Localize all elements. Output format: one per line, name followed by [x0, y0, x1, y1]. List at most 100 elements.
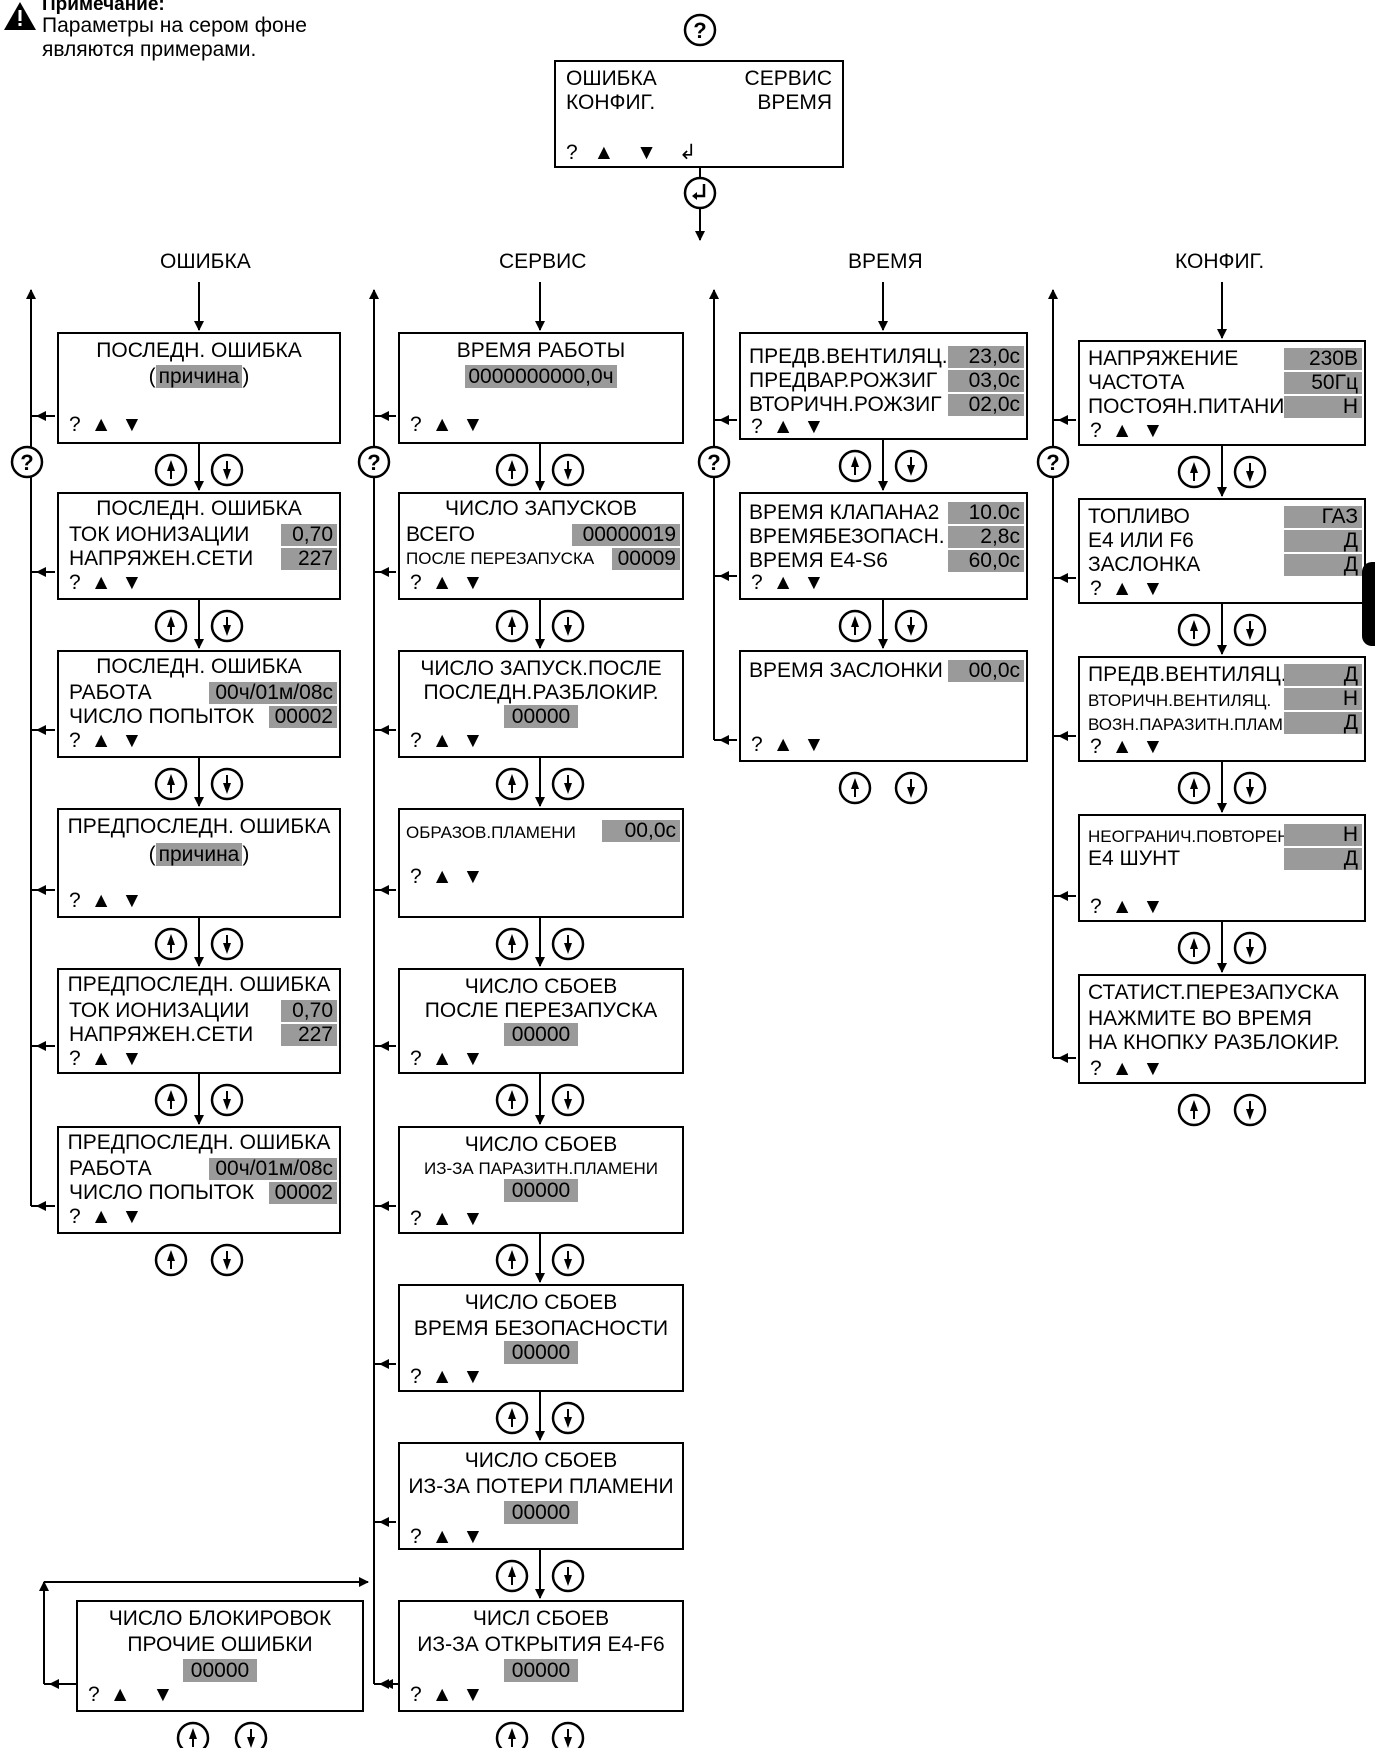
help-button[interactable]: ?: [1036, 445, 1070, 479]
scroll-up-button[interactable]: [495, 453, 529, 487]
menu-time[interactable]: ВРЕМЯ: [757, 91, 832, 114]
error-screen-prev-ion: ПРЕДПОСЛЕДН. ОШИБКА ТОК ИОНИЗАЦИИ 0,70 Н…: [57, 968, 341, 1074]
row-label: ПОСЛЕ ПЕРЕЗАПУСКА: [406, 549, 595, 568]
screen-value: 00000: [182, 1659, 258, 1682]
menu-error[interactable]: ОШИБКА: [566, 67, 657, 90]
row-label: ЧАСТОТА: [1088, 371, 1185, 394]
scroll-up-button[interactable]: [838, 449, 872, 483]
row-value: Н: [1284, 824, 1362, 846]
row-value: 60,0с: [948, 550, 1024, 572]
nav-keys: ?▲▼: [69, 413, 143, 436]
screen-title: ПРЕДПОСЛЕДН. ОШИБКА: [67, 1131, 331, 1154]
nav-keys: ?▲▼: [410, 729, 484, 752]
row-label: ЧИСЛО ПОПЫТОК: [69, 1181, 255, 1204]
nav-keys: ?▲▼: [88, 1683, 174, 1706]
scroll-up-button[interactable]: [154, 767, 188, 801]
error-screen-prev-cause: ПРЕДПОСЛЕДН. ОШИБКА (причина) ?▲▼: [57, 808, 341, 918]
enter-key[interactable]: ↲: [678, 141, 697, 164]
down-key[interactable]: ▼: [636, 141, 657, 164]
enter-button[interactable]: [683, 176, 717, 210]
scroll-down-button[interactable]: [551, 1083, 585, 1117]
scroll-up-button[interactable]: [1177, 613, 1211, 647]
service-screen-faults-parasitic-flame: ЧИСЛО СБОЕВ ИЗ-ЗА ПАРАЗИТН.ПЛАМЕНИ 00000…: [398, 1126, 684, 1234]
screen-line: ПРОЧИЕ ОШИБКИ: [127, 1633, 313, 1656]
scroll-down-button[interactable]: [894, 449, 928, 483]
scroll-up-button[interactable]: [838, 771, 872, 805]
nav-keys: ?▲▼: [751, 571, 825, 594]
scroll-up-button[interactable]: [1177, 931, 1211, 965]
scroll-down-button[interactable]: [210, 767, 244, 801]
scroll-down-button[interactable]: [234, 1721, 268, 1748]
screen-line: СТАТИСТ.ПЕРЕЗАПУСКА: [1088, 981, 1339, 1004]
help-button[interactable]: ?: [683, 13, 717, 47]
help-button[interactable]: ?: [697, 445, 731, 479]
up-arrow-icon: ▲: [90, 413, 112, 436]
scroll-down-button[interactable]: [210, 927, 244, 961]
screen-line: ЧИСЛ СБОЕВ: [472, 1607, 610, 1630]
scroll-down-button[interactable]: [551, 927, 585, 961]
scroll-down-button[interactable]: [551, 1401, 585, 1435]
menu-service[interactable]: СЕРВИС: [744, 67, 832, 90]
scroll-down-button[interactable]: [551, 1243, 585, 1277]
help-button[interactable]: ?: [10, 445, 44, 479]
scroll-up-button[interactable]: [1177, 771, 1211, 805]
row-label: ПРЕДВАР.РОЖЗИГ: [749, 369, 938, 392]
scroll-up-button[interactable]: [495, 1083, 529, 1117]
scroll-down-button[interactable]: [1233, 1093, 1267, 1127]
scroll-down-button[interactable]: [210, 1243, 244, 1277]
scroll-up-button[interactable]: [176, 1721, 210, 1748]
help-key[interactable]: ?: [566, 141, 578, 164]
scroll-up-button[interactable]: [154, 609, 188, 643]
scroll-up-button[interactable]: [838, 609, 872, 643]
scroll-down-button[interactable]: [1233, 931, 1267, 965]
page-edge-tab: [1362, 562, 1375, 646]
scroll-down-button[interactable]: [894, 609, 928, 643]
screen-value-line: 00000: [400, 1658, 682, 1683]
scroll-down-button[interactable]: [551, 609, 585, 643]
scroll-down-button[interactable]: [1233, 771, 1267, 805]
svg-text:?: ?: [693, 18, 706, 43]
help-button[interactable]: ?: [357, 445, 391, 479]
scroll-up-button[interactable]: [495, 1243, 529, 1277]
scroll-up-button[interactable]: [1177, 455, 1211, 489]
scroll-up-button[interactable]: [154, 1083, 188, 1117]
scroll-down-button[interactable]: [210, 609, 244, 643]
scroll-down-button[interactable]: [551, 1721, 585, 1748]
row-label: ВРЕМЯ КЛАПАНА2: [749, 501, 940, 524]
scroll-up-button[interactable]: [495, 609, 529, 643]
row-label: ТОК ИОНИЗАЦИИ: [69, 999, 250, 1022]
scroll-down-button[interactable]: [551, 767, 585, 801]
row-value: 00ч/01м/08с: [209, 1158, 337, 1180]
nav-keys: ?▲▼: [69, 729, 143, 752]
scroll-down-button[interactable]: [1233, 613, 1267, 647]
row-value: 230В: [1284, 348, 1362, 370]
scroll-up-button[interactable]: [154, 453, 188, 487]
config-screen-1: НАПРЯЖЕНИЕ 230В ЧАСТОТА 50Гц ПОСТОЯН.ПИТ…: [1078, 340, 1366, 446]
row-value: 227: [281, 1024, 337, 1046]
cause-value: причина: [155, 365, 243, 388]
note: Примечание: Параметры на сером фоне явля…: [0, 0, 380, 70]
scroll-up-button[interactable]: [495, 1559, 529, 1593]
up-key[interactable]: ▲: [593, 141, 615, 164]
scroll-down-button[interactable]: [551, 453, 585, 487]
scroll-up-button[interactable]: [495, 1721, 529, 1748]
down-arrow-icon: ▼: [121, 413, 143, 436]
service-screen-faults-e4f6: ЧИСЛ СБОЕВ ИЗ-ЗА ОТКРЫТИЯ Е4-F6 00000 ?▲…: [398, 1600, 684, 1712]
scroll-down-button[interactable]: [1233, 455, 1267, 489]
scroll-up-button[interactable]: [154, 927, 188, 961]
cause-value: причина: [155, 843, 243, 866]
menu-config[interactable]: КОНФИГ.: [566, 91, 656, 114]
scroll-up-button[interactable]: [154, 1243, 188, 1277]
screen-line: ВРЕМЯ РАБОТЫ: [456, 339, 626, 362]
scroll-down-button[interactable]: [894, 771, 928, 805]
scroll-up-button[interactable]: [495, 767, 529, 801]
screen-line: ЧИСЛО СБОЕВ: [464, 1449, 618, 1472]
scroll-up-button[interactable]: [495, 927, 529, 961]
scroll-down-button[interactable]: [210, 1083, 244, 1117]
main-menu-screen[interactable]: ОШИБКА СЕРВИС КОНФИГ. ВРЕМЯ ? ▲ ▼ ↲: [554, 60, 844, 168]
scroll-up-button[interactable]: [495, 1401, 529, 1435]
screen-title: ПОСЛЕДН. ОШИБКА: [96, 655, 302, 678]
scroll-down-button[interactable]: [551, 1559, 585, 1593]
scroll-up-button[interactable]: [1177, 1093, 1211, 1127]
scroll-down-button[interactable]: [210, 453, 244, 487]
